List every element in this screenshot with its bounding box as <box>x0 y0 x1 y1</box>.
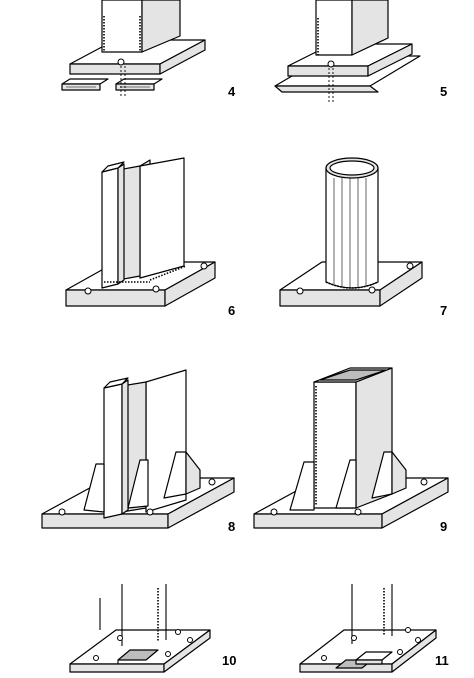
figure-11-base-plate-with-shear-key <box>299 584 437 673</box>
figure-7-tube-column <box>325 157 379 289</box>
figure-label-11: 11 <box>435 653 449 668</box>
figure-4-base-plate <box>69 39 206 75</box>
figure-5-anchor-bolt <box>327 60 335 104</box>
figure-8-anchor-bolts <box>58 478 216 516</box>
figure-label-6: 6 <box>228 303 236 318</box>
figure-4-anchor-bolt <box>117 58 126 98</box>
figure-8-h-column-base-with-stiffeners <box>41 369 235 529</box>
figure-6-anchor-bolts <box>84 262 208 295</box>
figure-10-base-plate-with-shear-slot <box>69 584 211 673</box>
figure-11-shear-key <box>335 651 393 669</box>
figure-11-column-stub <box>351 584 393 644</box>
figure-10-base-plate <box>69 629 211 673</box>
figure-6-h-column <box>101 157 187 289</box>
figure-10-column-stub <box>99 584 167 646</box>
figure-9-box-column-base-with-stiffeners <box>253 367 449 529</box>
figure-6-h-column-base <box>65 157 216 307</box>
figure-7-anchor-bolts <box>296 262 414 295</box>
figure-10-slot-opening <box>117 649 159 664</box>
figure-4-column-base-on-shims <box>61 0 206 98</box>
figure-4-shim-plates <box>61 78 163 91</box>
figure-11-bolt-holes <box>321 627 421 661</box>
figure-10-bolt-holes <box>93 629 193 661</box>
figure-9-gusset-stiffeners <box>289 451 407 511</box>
figure-label-5: 5 <box>440 84 448 99</box>
figure-11-base-plate <box>299 629 437 673</box>
figure-label-4: 4 <box>228 84 236 99</box>
figure-9-anchor-bolts <box>270 478 428 516</box>
figure-7-tube-column-base <box>279 157 423 307</box>
figure-5-column-base-on-grout <box>274 0 421 104</box>
figure-label-9: 9 <box>440 519 448 534</box>
figure-8-gusset-stiffeners <box>83 451 201 513</box>
figure-label-10: 10 <box>222 653 237 668</box>
figure-label-8: 8 <box>228 519 236 534</box>
figure-label-7: 7 <box>440 303 448 318</box>
figure-5-column <box>315 0 389 56</box>
figure-4-column <box>101 0 181 53</box>
